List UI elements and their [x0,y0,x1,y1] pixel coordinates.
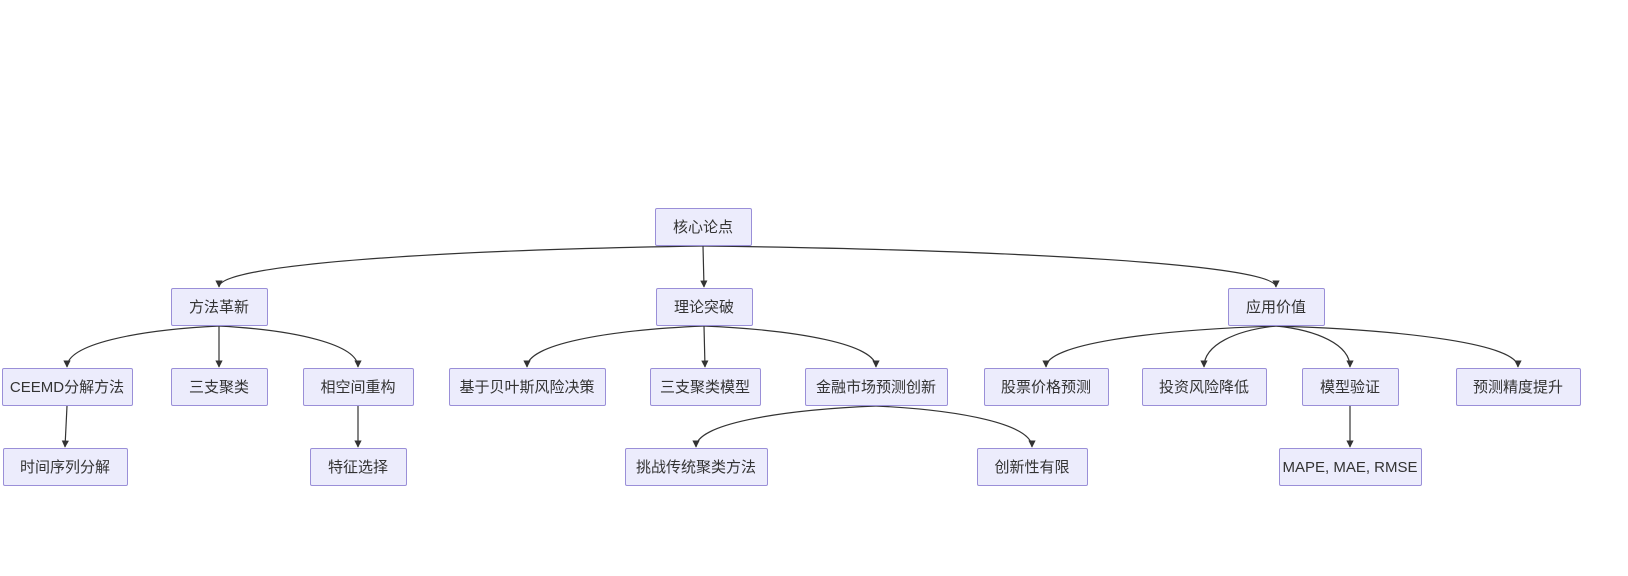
node-stock[interactable]: 股票价格预测 [983,368,1109,406]
node-metrics[interactable]: MAPE, MAE, RMSE [1278,448,1422,486]
node-bayes[interactable]: 基于贝叶斯风险决策 [448,368,606,406]
node-phase[interactable]: 相空间重构 [302,368,414,406]
node-twmodel[interactable]: 三支聚类模型 [649,368,761,406]
node-label: 三支聚类模型 [659,378,750,396]
node-label: 特征选择 [327,458,388,476]
node-label: 投资风险降低 [1158,378,1249,396]
node-threeway[interactable]: 三支聚类 [170,368,268,406]
node-application[interactable]: 应用价值 [1227,288,1325,326]
node-label: 挑战传统聚类方法 [635,458,756,476]
edge-method-to-phase [218,325,362,368]
node-label: 三支聚类 [188,378,249,396]
edge-root-to-method [215,245,704,288]
node-label: CEEMD分解方法 [9,378,125,396]
node-label: 预测精度提升 [1472,378,1563,396]
node-limited[interactable]: 创新性有限 [976,448,1088,486]
node-feature[interactable]: 特征选择 [309,448,407,486]
edge-application-to-risk [1200,325,1277,368]
node-root[interactable]: 核心论点 [654,208,752,246]
node-label: 时间序列分解 [19,458,110,476]
node-accuracy[interactable]: 预测精度提升 [1455,368,1581,406]
edge-method-to-ceemd [63,325,220,368]
edge-root-to-application [702,245,1280,288]
node-validate[interactable]: 模型验证 [1301,368,1399,406]
node-label: 理论突破 [673,298,734,316]
node-theory[interactable]: 理论突破 [655,288,753,326]
edge-theory-to-bayes [523,325,705,368]
node-label: 金融市场预测创新 [815,378,936,396]
edge-finance-to-limited [875,405,1036,448]
edge-theory-to-finance [703,325,880,368]
node-tsdecomp[interactable]: 时间序列分解 [2,448,128,486]
edge-paths [61,245,1522,448]
node-label: 核心论点 [672,218,733,236]
node-label: 基于贝叶斯风险决策 [459,378,595,396]
edge-application-to-stock [1042,325,1277,368]
edge-application-to-accuracy [1275,325,1522,368]
node-label: 应用价值 [1245,298,1306,316]
node-finance[interactable]: 金融市场预测创新 [804,368,948,406]
node-label: 相空间重构 [320,378,396,396]
node-label: 创新性有限 [994,458,1070,476]
node-ceemd[interactable]: CEEMD分解方法 [1,368,133,406]
node-challenge[interactable]: 挑战传统聚类方法 [624,448,768,486]
node-label: MAPE, MAE, RMSE [1282,458,1418,476]
node-risk[interactable]: 投资风险降低 [1141,368,1267,406]
node-label: 股票价格预测 [1000,378,1091,396]
edge-application-to-validate [1275,325,1354,368]
edge-root-to-theory [700,245,708,288]
node-method[interactable]: 方法革新 [170,288,268,326]
node-label: 方法革新 [188,298,249,316]
edge-ceemd-to-tsdecomp [61,405,69,448]
node-label: 模型验证 [1319,378,1380,396]
edge-theory-to-twmodel [701,325,709,368]
edge-finance-to-challenge [692,405,877,448]
